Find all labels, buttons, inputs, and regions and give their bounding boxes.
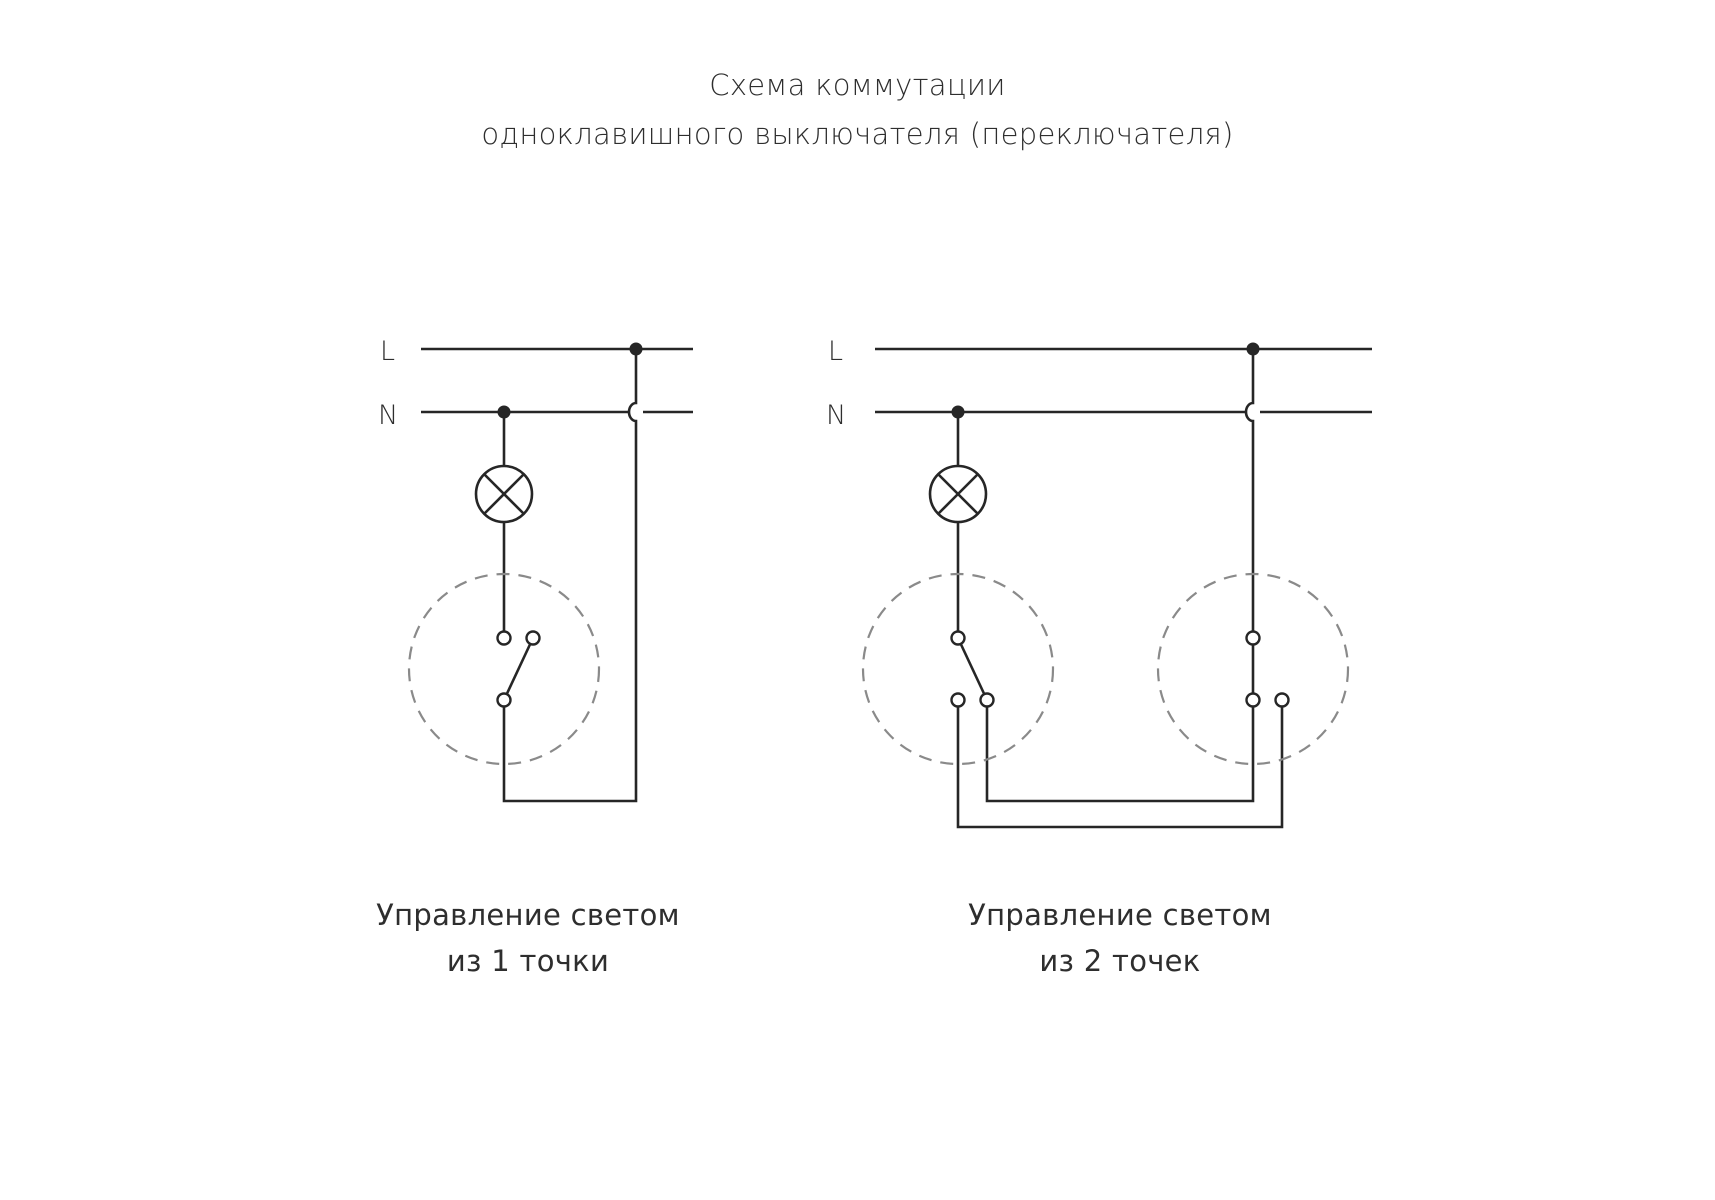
diagram-one-point: L N <box>378 336 693 803</box>
phase-wire <box>502 349 638 803</box>
title-line-1: Схема коммутации <box>709 68 1006 102</box>
neutral-label: N <box>378 400 398 431</box>
phase-label: L <box>828 336 843 367</box>
caption-one-point-line-1: Управление светом <box>376 898 680 932</box>
phase-label: L <box>380 336 395 367</box>
traveler-wire-inner <box>985 706 1255 803</box>
changeover-switch-b-icon <box>1245 630 1290 708</box>
switch-b-boundary <box>1156 572 1350 766</box>
caption-two-points-line-1: Управление светом <box>968 898 1272 932</box>
lamp-icon <box>928 464 988 524</box>
switch-boundary <box>407 572 601 766</box>
changeover-switch-a-icon <box>950 630 995 708</box>
neutral-label: N <box>826 400 846 431</box>
caption-one-point-line-2: из 1 точки <box>446 944 610 978</box>
title-line-2: одноклавишного выключателя (переключател… <box>481 117 1234 151</box>
single-pole-switch-icon <box>496 630 541 708</box>
phase-wire <box>1244 349 1255 632</box>
switch-a-boundary <box>861 572 1055 766</box>
lamp-icon <box>474 464 534 524</box>
caption-two-points-line-2: из 2 точек <box>1039 944 1201 978</box>
traveler-wire-outer <box>956 706 1284 829</box>
diagram-two-points: L N <box>826 336 1372 829</box>
